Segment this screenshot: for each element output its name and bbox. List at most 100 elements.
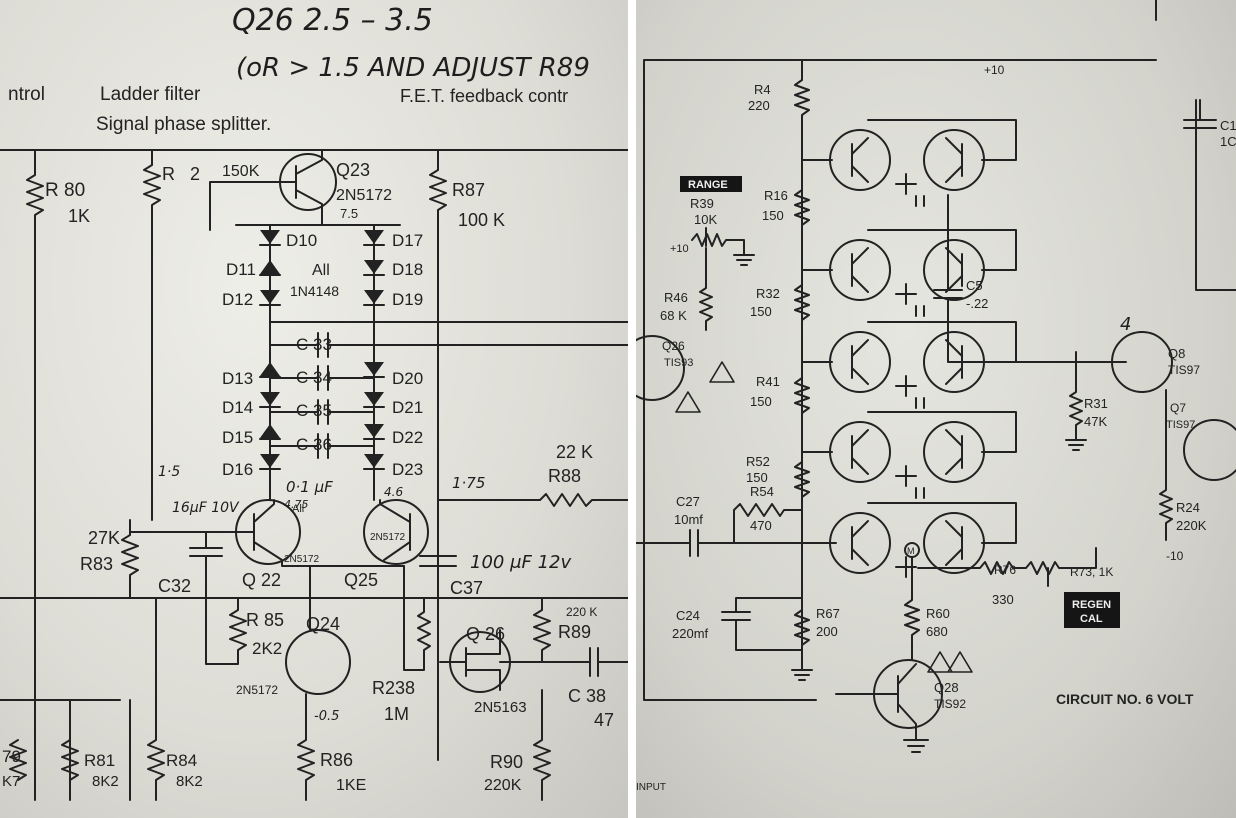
frame-wires <box>643 0 1236 701</box>
capacitor-c1 <box>1183 99 1217 129</box>
transistor-leads <box>851 339 869 385</box>
schematic-left-drawing: Q26 2.5 – 3.5 (oR > 1.5 AND ADJUST R89 n… <box>0 3 628 801</box>
transistor-leads <box>851 247 869 293</box>
diode-symbol <box>260 290 280 304</box>
q8-mark: 4 <box>1120 314 1131 335</box>
transistor-q25 <box>363 499 429 565</box>
r76-name: R76 <box>994 563 1016 577</box>
header-phase-splitter: Signal phase splitter. <box>96 114 271 135</box>
cal-badge-text: CAL <box>1080 613 1103 625</box>
r24-value: 220K <box>1176 518 1207 533</box>
transistor-symbol <box>829 512 891 574</box>
r67-value: 200 <box>816 624 838 639</box>
transistor-leads <box>851 137 869 183</box>
capacitor-symbol <box>269 332 375 358</box>
d16-label: D16 <box>222 460 253 479</box>
transistor-symbol <box>829 129 891 191</box>
transistor-leads <box>945 520 963 566</box>
r89-value: 220 K <box>566 605 597 619</box>
d12-label: D12 <box>222 290 253 309</box>
cap-all-value: 0·1 μF <box>286 478 333 496</box>
r76-value: 330 <box>992 592 1014 607</box>
transistor-q8 <box>1111 331 1173 393</box>
resistor-r89-c38 <box>499 597 628 677</box>
capacitor-c32 <box>189 531 223 599</box>
r31-value: 47K <box>1084 414 1107 429</box>
resistor-r4-spine <box>794 59 810 651</box>
pair-wiring <box>801 411 1017 487</box>
voltage-1-5: 1·5 <box>158 464 180 480</box>
capacitor-symbol <box>269 433 375 459</box>
c37-value: 100 μF 12v <box>470 552 572 573</box>
input-label: INPUT <box>636 782 666 793</box>
potentiometer-r39 <box>691 227 755 266</box>
d10-label: D10 <box>286 231 317 250</box>
q24-type: 2N5172 <box>236 683 278 697</box>
capacitor-symbol <box>269 365 375 391</box>
q23-leads <box>209 149 323 231</box>
d21-label: D21 <box>392 398 423 417</box>
range-badge <box>680 176 742 192</box>
diode-symbol <box>364 392 384 406</box>
resistor-r24 <box>1159 389 1173 541</box>
r79-name: 79 <box>2 747 21 766</box>
r81-name: R81 <box>84 751 115 770</box>
c24-name: C24 <box>676 608 700 623</box>
diode-stack <box>259 230 385 470</box>
capacitor-c37 <box>419 539 457 567</box>
schematic-photo-left: Q26 2.5 – 3.5 (oR > 1.5 AND ADJUST R89 n… <box>0 0 628 818</box>
d11-label: D11 <box>226 260 256 279</box>
q24-voltage: -0.5 <box>314 709 339 724</box>
c37-label: C37 <box>450 578 483 598</box>
q26-name: Q26 <box>662 339 685 353</box>
c1-name: C1 <box>1220 118 1236 133</box>
header-control: ntrol <box>8 84 45 105</box>
q26-type: 2N5163 <box>474 699 527 716</box>
r31-name: R31 <box>1084 396 1108 411</box>
c27-name: C27 <box>676 494 700 509</box>
r46-value: 68 K <box>660 308 687 323</box>
transistor-symbol <box>923 512 985 574</box>
r4-name: R4 <box>754 82 771 97</box>
resistor-r81 <box>61 739 79 781</box>
resistor-r80 <box>26 149 44 801</box>
r85-value: 2K2 <box>252 639 282 658</box>
diode-symbol <box>260 260 280 274</box>
c38-value: 47 <box>594 710 614 730</box>
r16-name: R16 <box>764 188 788 203</box>
diode-symbol <box>260 392 280 406</box>
r54-value: 470 <box>750 518 772 533</box>
resistor-r85 <box>205 597 247 665</box>
transistor-pairs <box>801 119 1017 578</box>
q26-leads <box>439 629 501 691</box>
resistor-r87 <box>429 149 447 761</box>
diode-symbol <box>364 424 384 438</box>
r79-value: K7 <box>2 773 20 790</box>
photo-divider <box>628 0 636 818</box>
resistor-r84 <box>147 597 165 801</box>
diode-symbol <box>364 454 384 468</box>
r41-name: R41 <box>756 374 780 389</box>
regen-cal-badge <box>1064 592 1120 628</box>
ladder-resistors <box>794 189 810 498</box>
resistors-r76-r73 <box>917 547 1097 587</box>
r238-value: 1M <box>384 704 409 724</box>
resistor-r60 <box>904 556 920 661</box>
regen-badge-text: REGEN <box>1072 599 1111 611</box>
r52-name: R52 <box>746 454 770 469</box>
voltage-1-75: 1·75 <box>452 474 485 492</box>
diode-symbol <box>260 424 280 438</box>
c24-value: 220mf <box>672 626 709 641</box>
q23-voltage: 7.5 <box>340 206 358 221</box>
coupling-capacitor <box>915 397 925 409</box>
c1-value: 1C <box>1220 134 1236 149</box>
c5-name: C5 <box>966 278 983 293</box>
r39-value: 10K <box>694 212 717 227</box>
r80-name: R 80 <box>45 180 85 201</box>
resistor-r79 <box>9 739 27 781</box>
q28-warning-triangles <box>927 651 973 673</box>
resistor-r46 <box>699 247 713 331</box>
transistor-symbol <box>829 239 891 301</box>
handwritten-note-line2: (oR > 1.5 AND ADJUST R89 <box>236 53 590 83</box>
r54-name: R54 <box>750 484 774 499</box>
